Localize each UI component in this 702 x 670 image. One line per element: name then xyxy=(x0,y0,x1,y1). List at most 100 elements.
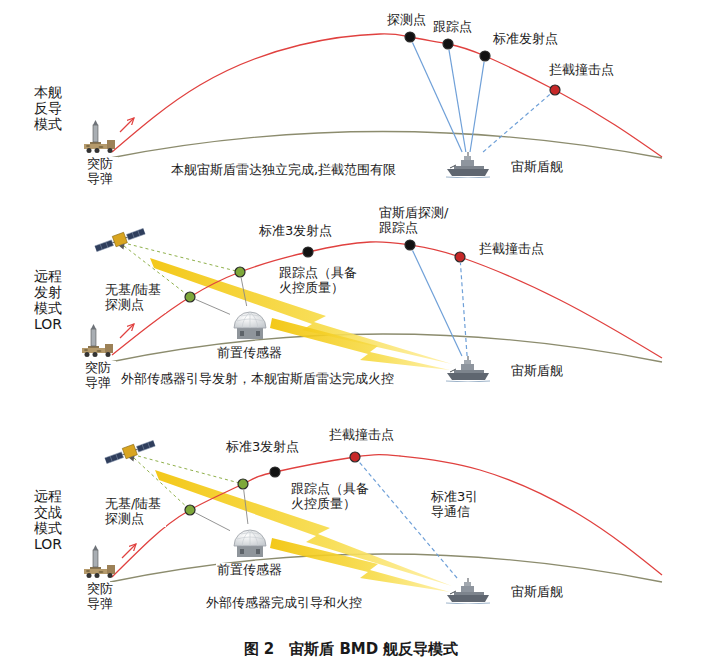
point-dot xyxy=(455,252,465,262)
icon xyxy=(80,322,114,358)
satellite xyxy=(104,437,158,470)
node-label: 跟踪点 xyxy=(432,20,473,35)
trajectory-point: 拦截撞击点 xyxy=(349,451,361,463)
link-line xyxy=(244,490,248,524)
trajectory-point: 标准3发射点 xyxy=(269,466,281,478)
figure-caption: 图 2 宙斯盾 BMD 舰反导模式 xyxy=(0,641,702,658)
node-label: 宙斯盾舰 xyxy=(510,364,564,379)
point-dot xyxy=(235,267,245,277)
trajectory-point: 无基/陆基探测点 xyxy=(184,504,196,516)
note-label: 外部传感器完成引导和火控 xyxy=(205,596,363,611)
link-line xyxy=(460,263,467,356)
point-dot xyxy=(303,247,313,257)
earth-curves xyxy=(110,132,662,583)
note-label: 外部传感器引导发射，本舰宙斯盾雷达完成火控 xyxy=(120,372,395,387)
trajectory-arc xyxy=(112,455,662,577)
point-dot xyxy=(443,39,453,49)
launch-arrow xyxy=(120,324,134,338)
node-label: 突防导弹 xyxy=(86,157,118,187)
aegis-ship-drawing xyxy=(446,152,490,178)
point-marker xyxy=(184,504,196,516)
node-label: 标准3发射点 xyxy=(258,224,333,239)
link-line xyxy=(449,50,466,152)
link-line xyxy=(483,94,550,152)
trajectory-point: 拦截撞击点 xyxy=(454,251,466,263)
satellite xyxy=(94,225,148,258)
trajectory-point: 跟踪点（具备火控质量） xyxy=(234,266,246,278)
node-label: 宙斯盾舰 xyxy=(510,585,564,600)
mode-label: 远程发射模式LOR xyxy=(33,268,67,332)
point-dot xyxy=(185,292,195,302)
point-dot xyxy=(238,479,248,489)
aegis-ship-drawing xyxy=(446,356,490,382)
node-label: 拦截撞击点 xyxy=(548,63,615,78)
trajectory-arc xyxy=(112,242,662,358)
aegis-ship: 宙斯盾舰 xyxy=(446,578,490,604)
node-label: 探测点 xyxy=(386,13,427,28)
point-dot xyxy=(405,32,415,42)
launch-arrows xyxy=(120,118,136,558)
launch-arrow xyxy=(120,118,134,132)
point-marker xyxy=(184,291,196,303)
trajectories xyxy=(112,34,662,577)
point-marker xyxy=(479,50,491,62)
point-marker xyxy=(442,38,454,50)
point-dot xyxy=(550,85,560,95)
forward-sensor-drawing xyxy=(234,312,266,339)
forward-sensor: 前置传感器 xyxy=(230,524,270,558)
point-marker xyxy=(234,266,246,278)
point-dot xyxy=(480,51,490,61)
aegis-ship-drawing xyxy=(446,578,490,604)
trajectory-point: 标准3发射点 xyxy=(302,246,314,258)
forward-sensor: 前置传感器 xyxy=(230,306,270,340)
node-label: 前置传感器 xyxy=(216,563,283,578)
trajectory-point: 宙斯盾探测/跟踪点 xyxy=(404,239,416,251)
satellites xyxy=(94,225,158,470)
node-label: 标准发射点 xyxy=(492,32,559,47)
link-line xyxy=(412,42,462,152)
link-line xyxy=(470,62,484,152)
trajectory-arc xyxy=(112,34,662,157)
node-label: 无基/陆基探测点 xyxy=(104,283,166,313)
node-label: 突防导弹 xyxy=(86,582,118,612)
icon xyxy=(230,306,270,340)
data-links xyxy=(150,258,452,592)
node-label: 突防导弹 xyxy=(84,361,116,391)
point-marker xyxy=(454,251,466,263)
connector-group xyxy=(195,42,550,578)
missile-launcher: 突防导弹 xyxy=(82,543,116,579)
node-label: 宙斯盾探测/跟踪点 xyxy=(378,206,458,236)
launch-arrow xyxy=(122,544,136,558)
node-label: 跟踪点（具备火控质量） xyxy=(278,266,361,296)
icon xyxy=(82,118,116,154)
node-label: 无基/陆基探测点 xyxy=(104,497,166,527)
earth-curve xyxy=(110,132,662,159)
link-line xyxy=(195,513,230,531)
icon xyxy=(82,543,116,579)
lightning-link xyxy=(155,470,452,586)
missile-launcher: 突防导弹 xyxy=(80,322,114,358)
point-dot xyxy=(405,240,415,250)
node-label: 拦截撞击点 xyxy=(328,428,395,443)
missile-launcher-drawing xyxy=(84,120,115,153)
node-label: 标准3发射点 xyxy=(225,440,300,455)
point-marker xyxy=(237,478,249,490)
node-label: 拦截撞击点 xyxy=(478,242,545,257)
point-marker xyxy=(269,466,281,478)
point-dot xyxy=(270,467,280,477)
link-line xyxy=(196,299,230,314)
missile-launcher: 突防导弹 xyxy=(82,118,116,154)
aegis-ship: 宙斯盾舰 xyxy=(446,152,490,178)
trajectory-point: 探测点 xyxy=(404,31,416,43)
node-label: 宙斯盾舰 xyxy=(510,160,564,175)
trajectory-point: 拦截撞击点 xyxy=(549,84,561,96)
link-line xyxy=(241,278,247,306)
note-label: 本舰宙斯盾雷达独立完成,拦截范围有限 xyxy=(170,163,397,178)
lightning-link xyxy=(150,258,452,364)
point-dot xyxy=(350,452,360,462)
aegis-ship: 宙斯盾舰 xyxy=(446,356,490,382)
missile-launcher-drawing xyxy=(84,545,115,578)
icon xyxy=(446,356,490,382)
